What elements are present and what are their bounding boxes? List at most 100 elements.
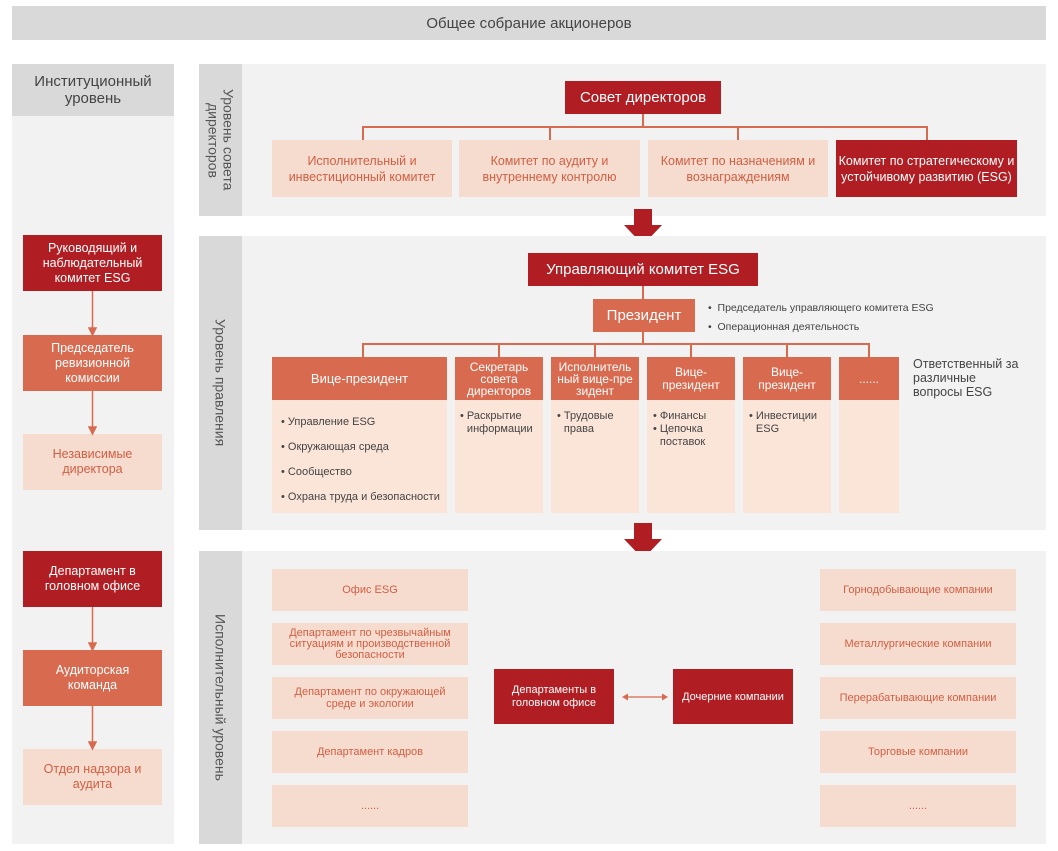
trading-companies-label: Торговые компании xyxy=(868,746,968,758)
president-box: Президент xyxy=(593,299,695,332)
list-item: • Управление ESG xyxy=(281,416,376,428)
exec-vp-title: Исполнительный вице-президент xyxy=(557,359,633,398)
mgmt-drop-3 xyxy=(594,343,596,357)
board-drop-2 xyxy=(549,126,551,140)
board-drop-1 xyxy=(362,126,364,140)
committee-label: Комитет по стратегическому и устойчивому… xyxy=(838,153,1015,184)
management-level-label: Уровень правления xyxy=(212,319,229,447)
board-of-directors-box: Совет директоров xyxy=(565,81,721,114)
management-hline xyxy=(362,343,869,345)
committee-label: Исполнительный и инвестиционный комитет xyxy=(288,153,436,184)
mining-companies-label: Горнодобывающие компании xyxy=(843,584,993,596)
committee-esg: Комитет по стратегическому и устойчивому… xyxy=(836,140,1017,197)
independent-directors-label: Независимые директора xyxy=(52,447,133,476)
exec-vp-header: Исполнительный вице-президент xyxy=(551,357,639,400)
board-drop-4 xyxy=(926,126,928,140)
list-item: • Сообщество xyxy=(281,466,352,478)
list-item-text: Охрана труда и безопасности xyxy=(287,491,440,503)
vp-1-items: • Управление ESG • Окружающая среда • Со… xyxy=(281,410,440,510)
committee-nominations: Комитет по назначениям и вознаграждениям xyxy=(648,140,828,197)
more-dept-label: ...... xyxy=(360,800,380,812)
president-note-text: Операционная деятельность xyxy=(717,321,860,333)
responsible-note-text: Ответственный за различные вопросы ESG xyxy=(913,357,1019,399)
more-header: ...... xyxy=(839,357,899,400)
subsidiaries-label: Дочерние компании xyxy=(682,690,784,703)
president-note-2: • Операционная деятельность xyxy=(708,321,860,333)
executive-level-side: Исполнительный уровень xyxy=(199,551,242,844)
vp-4-items: • Финансы • Цепочка поставок xyxy=(653,410,733,449)
mgmt-drop-4 xyxy=(690,343,692,357)
down-arrow-1 xyxy=(624,209,662,245)
committee-executive-investment: Исполнительный и инвестиционный комитет xyxy=(272,140,452,197)
president-notes: • Председатель управляющего комитета ESG… xyxy=(708,299,934,337)
institutional-level-header: Институционный уровень xyxy=(12,64,174,116)
president-connector xyxy=(642,332,644,344)
supervision-audit-dept-box: Отдел надзора и аудита xyxy=(23,749,162,805)
esg-president-connector xyxy=(642,286,644,299)
board-connector xyxy=(642,114,644,127)
list-item-text: Раскрытие информации xyxy=(466,410,533,435)
audit-team-label: Аудиторская команда xyxy=(55,663,130,692)
vp-5-header: Вице-президент xyxy=(743,357,831,400)
president-note-text: Председатель управляющего комитета ESG xyxy=(717,302,934,314)
exec-vp-items: • Трудовые права xyxy=(557,410,635,436)
audit-team-box: Аудиторская команда xyxy=(23,650,162,706)
list-item: • Раскрытие информации xyxy=(460,410,540,436)
head-office-department-label: Департамент в головном офисе xyxy=(44,564,141,593)
list-item: • Трудовые права xyxy=(557,410,614,435)
vp-5-title: Вице-президент xyxy=(758,364,816,392)
down-arrow-2 xyxy=(624,523,662,559)
institutional-level-label: Институционный уровень xyxy=(34,73,152,107)
metallurgy-companies-label: Металлургические компании xyxy=(844,638,992,650)
audit-commission-chair-box: Председатель ревизионной комиссии xyxy=(23,335,162,391)
esg-supervisory-committee-box: Руководящий и наблюдательный комитет ESG xyxy=(23,235,162,291)
president-note-1: • Председатель управляющего комитета ESG xyxy=(708,302,934,314)
environment-dept-box: Департамент по окружающей среде и эколог… xyxy=(272,677,468,719)
subsidiaries-box: Дочерние компании xyxy=(673,669,793,724)
vp-4-header: Вице-президент xyxy=(647,357,735,400)
trading-companies-box: Торговые компании xyxy=(820,731,1016,773)
board-drop-3 xyxy=(737,126,739,140)
independent-directors-box: Независимые директора xyxy=(23,434,162,490)
list-item-text: Финансы xyxy=(659,410,707,422)
supervision-audit-dept-label: Отдел надзора и аудита xyxy=(43,762,142,791)
list-item-text: Цепочка поставок xyxy=(659,423,706,448)
list-item-text: Трудовые права xyxy=(563,410,614,435)
list-item: • Окружающая среда xyxy=(281,441,389,453)
emergency-dept-box: Департамент по чрезвычайным ситуациям и … xyxy=(272,623,468,665)
more-title: ...... xyxy=(858,371,879,386)
president-label: Президент xyxy=(606,307,682,324)
audit-commission-chair-label: Председатель ревизионной комиссии xyxy=(51,340,134,385)
list-item: • Финансы xyxy=(653,410,707,422)
list-item: • Охрана труда и безопасности xyxy=(281,491,440,503)
list-item-text: Окружающая среда xyxy=(287,441,389,453)
hq-departments-box: Департаменты в головном офисе xyxy=(494,669,614,724)
vp-4-title: Вице-президент xyxy=(662,364,720,392)
secretary-title: Секретарь совета директоров xyxy=(466,359,532,398)
more-companies-label: ...... xyxy=(908,800,928,812)
metallurgy-companies-box: Металлургические компании xyxy=(820,623,1016,665)
shareholders-meeting-label: Общее собрание акционеров xyxy=(426,14,632,32)
committee-label: Комитет по назначениям и вознаграждениям xyxy=(660,153,816,184)
list-item: • Цепочка поставок xyxy=(653,423,733,449)
board-level-side: Уровень совета директоров xyxy=(199,64,242,216)
list-item-text: Сообщество xyxy=(287,466,352,478)
esg-supervisory-committee-label: Руководящий и наблюдательный комитет ESG xyxy=(42,240,143,285)
mgmt-drop-1 xyxy=(362,343,364,357)
committee-label: Комитет по аудиту и внутреннему контролю xyxy=(482,153,617,184)
head-office-department-box: Департамент в головном офисе xyxy=(23,551,162,607)
list-item: • Инвестиции ESG xyxy=(749,410,818,435)
shareholders-meeting-bar: Общее собрание акционеров xyxy=(12,6,1046,40)
vp-1-header: Вице-президент xyxy=(272,357,447,400)
mining-companies-box: Горнодобывающие компании xyxy=(820,569,1016,611)
executive-level-label: Исполнительный уровень xyxy=(212,614,229,781)
management-level-side: Уровень правления xyxy=(199,236,242,530)
mgmt-drop-2 xyxy=(498,343,500,357)
board-level-label: Уровень совета директоров xyxy=(205,89,237,191)
emergency-dept-label: Департамент по чрезвычайным ситуациям и … xyxy=(289,626,451,661)
processing-companies-label: Перерабатывающие компании xyxy=(839,692,997,704)
committee-audit: Комитет по аудиту и внутреннему контролю xyxy=(459,140,640,197)
board-of-directors-label: Совет директоров xyxy=(579,89,707,106)
secretary-header: Секретарь совета директоров xyxy=(455,357,543,400)
mgmt-drop-5 xyxy=(786,343,788,357)
